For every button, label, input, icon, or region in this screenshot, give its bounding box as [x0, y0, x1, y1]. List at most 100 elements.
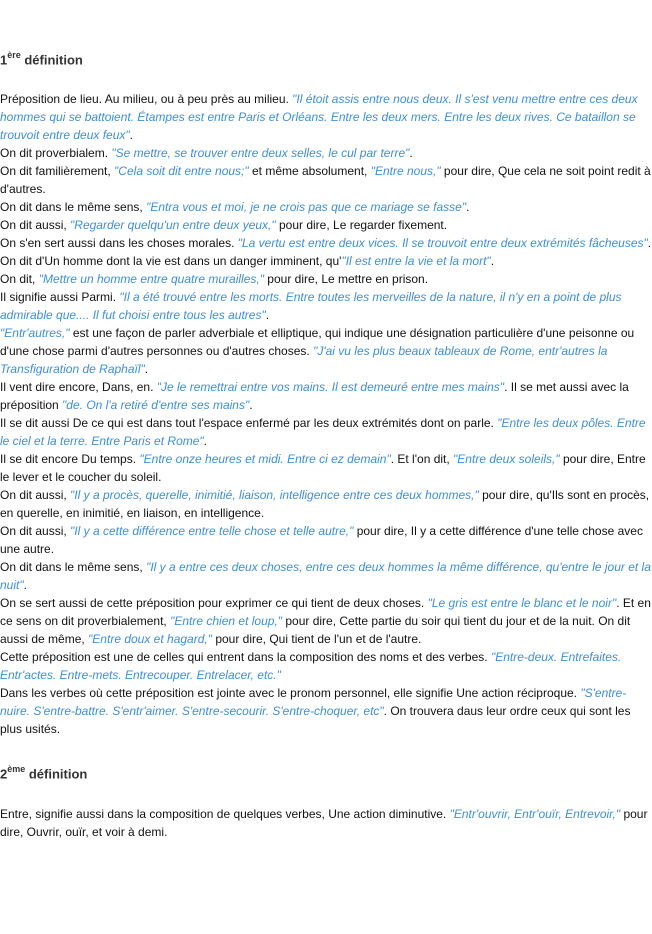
definition-paragraph: Entre, signifie aussi dans la compositio… — [0, 805, 652, 841]
definition-paragraph: Cette préposition est une de celles qui … — [0, 648, 652, 684]
definition-text: Dans les verbes où cette préposition est… — [0, 686, 581, 701]
definition-paragraph: On dit familièrement, "Cela soit dit ent… — [0, 162, 652, 198]
definition-paragraph: Il vent dire encore, Dans, en. "Je le re… — [0, 378, 652, 414]
definition-heading: 1ère définition — [0, 47, 652, 69]
definition-text: pour dire, Il y a cette différence d'une… — [0, 524, 643, 557]
example-quote: "Entre onze heures et midi. Entre ci ez … — [139, 452, 391, 467]
example-quote: "Regarder quelqu'un entre deux yeux," — [70, 218, 276, 233]
definition-paragraph: Il signifie aussi Parmi. "Il a été trouv… — [0, 288, 652, 324]
definition-text: On dit familièrement, — [0, 164, 115, 179]
definition-heading: 2ème définition — [0, 761, 652, 783]
definition-text: . Il se met aussi avec la préposition — [0, 380, 629, 413]
definition-text: . — [490, 254, 495, 269]
definition-text: On s'en sert aussi dans les choses moral… — [0, 236, 238, 251]
definition-text: . Et l'on dit, — [390, 452, 454, 467]
definition-text: On dit dans le même sens, — [0, 200, 147, 215]
definition-text: . — [647, 236, 652, 251]
definition-text: . — [129, 128, 134, 143]
definition-text: On dit d'Un homme dont la vie est dans u… — [0, 254, 342, 269]
example-quote: "Entre chien et loup," — [170, 614, 283, 629]
definition-text: . — [466, 200, 470, 215]
example-quote: "La vertu est entre deux vices. Il se tr… — [237, 236, 648, 251]
definition-paragraph: On se sert aussi de cette préposition po… — [0, 594, 652, 648]
definition-text: pour dire, Qui tient de l'un et de l'aut… — [211, 632, 422, 647]
example-quote: "Entre nous," — [370, 164, 441, 179]
definition-text: . — [249, 398, 253, 413]
definition-text: On dit dans le même sens, — [0, 560, 147, 575]
definition-paragraph: On dit aussi, "Il y a procès, querelle, … — [0, 486, 652, 522]
example-quote: "Entre doux et hagard," — [88, 632, 212, 647]
definition-text: pour dire, Le mettre en prison. — [263, 272, 429, 287]
definition-paragraph: Il se dit aussi De ce qui est dans tout … — [0, 414, 652, 450]
definition-text: Cette préposition est une de celles qui … — [0, 650, 491, 665]
definition-label: définition — [20, 52, 83, 68]
example-quote: "Il est entre la vie et la mort" — [341, 254, 491, 269]
definition-body: Préposition de lieu. Au milieu, ou à peu… — [0, 90, 652, 738]
definition-text: pour dire, Entre le lever et le coucher … — [0, 452, 646, 485]
example-quote: "Cela soit dit entre nous;" — [114, 164, 249, 179]
example-quote: "Il y a cette différence entre telle cho… — [70, 524, 354, 539]
example-quote: "Le gris est entre le blanc et le noir" — [427, 596, 617, 611]
definition-text: et même absolument, — [248, 164, 371, 179]
definition-text: pour dire, Que cela ne soit point redit … — [0, 164, 651, 197]
definition-paragraph: On dit aussi, "Regarder quelqu'un entre … — [0, 216, 652, 234]
definition-text: On dit aussi, — [0, 524, 71, 539]
definition-paragraph: Il se dit encore Du temps. "Entre onze h… — [0, 450, 652, 486]
example-quote: "Entr'autres," — [0, 326, 70, 341]
definition-text: On se sert aussi de cette préposition po… — [0, 596, 428, 611]
definition-text: pour dire, Le regarder fixement. — [275, 218, 448, 233]
definition-text: pour dire, Cette partie du soir qui tien… — [0, 614, 631, 647]
definition-text: . — [409, 146, 413, 161]
definition-number: 2 — [0, 766, 8, 782]
example-quote: "J'ai vu les plus beaux tableaux de Rome… — [0, 344, 608, 377]
example-quote: "Entre-deux. Entrefaites. Entr'actes. En… — [0, 650, 622, 683]
example-quote: "Il y a entre ces deux choses, entre ces… — [0, 560, 651, 593]
definition-paragraph: "Entr'autres," est une façon de parler a… — [0, 324, 652, 378]
definition-text: est une façon de parler adverbiale et el… — [0, 326, 635, 359]
definition-label: définition — [25, 766, 88, 782]
definition-paragraph: Dans les verbes où cette préposition est… — [0, 684, 652, 738]
definition-text: . — [203, 434, 208, 449]
example-quote: "S'entre-nuire. S'entre-battre. S'entr'a… — [0, 686, 627, 719]
definition-text: . On trouvera daus leur ordre ceux qui s… — [0, 704, 631, 737]
definition-text: . — [144, 362, 149, 377]
definition-ordinal: ère — [7, 50, 21, 60]
example-quote: "Je le remettrai entre vos mains. Il est… — [156, 380, 505, 395]
definition-paragraph: On dit, "Mettre un homme entre quatre mu… — [0, 270, 652, 288]
example-quote: "Il étoit assis entre nous deux. Il s'es… — [0, 92, 638, 143]
definition-paragraph: On dit d'Un homme dont la vie est dans u… — [0, 252, 652, 270]
definition-paragraph: On s'en sert aussi dans les choses moral… — [0, 234, 652, 252]
definition-paragraph: On dit aussi, "Il y a cette différence e… — [0, 522, 652, 558]
definition-paragraph: Préposition de lieu. Au milieu, ou à peu… — [0, 90, 652, 144]
definition-text: Il vent dire encore, Dans, en. — [0, 380, 157, 395]
definition-text: Entre, signifie aussi dans la compositio… — [0, 806, 450, 821]
example-quote: "Mettre un homme entre quatre murailles,… — [38, 272, 264, 287]
definition-ordinal: ème — [7, 764, 26, 775]
definition-text: On dit aussi, — [0, 218, 71, 233]
example-quote: "Il y a procès, querelle, inimitié, liai… — [70, 488, 479, 503]
definition-text: On dit proverbialem. — [0, 146, 112, 161]
definition-text: . — [23, 578, 27, 593]
definition-paragraph: On dit proverbialem. "Se mettre, se trou… — [0, 144, 652, 162]
example-quote: "de. On l'a retiré d'entre ses mains" — [62, 398, 250, 413]
definition-text: pour dire, Ouvrir, ouïr, et voir à demi. — [0, 806, 648, 839]
definition-paragraph: On dit dans le même sens, "Entra vous et… — [0, 198, 652, 216]
definition-number: 1 — [0, 52, 8, 68]
definition-body: Entre, signifie aussi dans la compositio… — [0, 805, 652, 841]
example-quote: "Il a été trouvé entre les morts. Entre … — [0, 290, 622, 323]
example-quote: "Entra vous et moi, je ne crois pas que … — [146, 200, 467, 215]
definition-text: Préposition de lieu. Au milieu, ou à peu… — [0, 92, 293, 107]
definition-text: . — [265, 308, 270, 323]
definition-text: . Et en ce sens on dit proverbialement, — [0, 596, 651, 629]
definition-text: Il se dit encore Du temps. — [0, 452, 140, 467]
definition-text: Il signifie aussi Parmi. — [0, 290, 120, 305]
definition-text: On dit aussi, — [0, 488, 71, 503]
definition-text: pour dire, qu'Ils sont en procès, en que… — [0, 488, 650, 521]
example-quote: "Entre les deux pôles. Entre le ciel et … — [0, 416, 646, 449]
example-quote: "Se mettre, se trouver entre deux selles… — [111, 146, 410, 161]
definition-text: Il se dit aussi De ce qui est dans tout … — [0, 416, 498, 431]
definition-text: On dit, — [0, 272, 39, 287]
